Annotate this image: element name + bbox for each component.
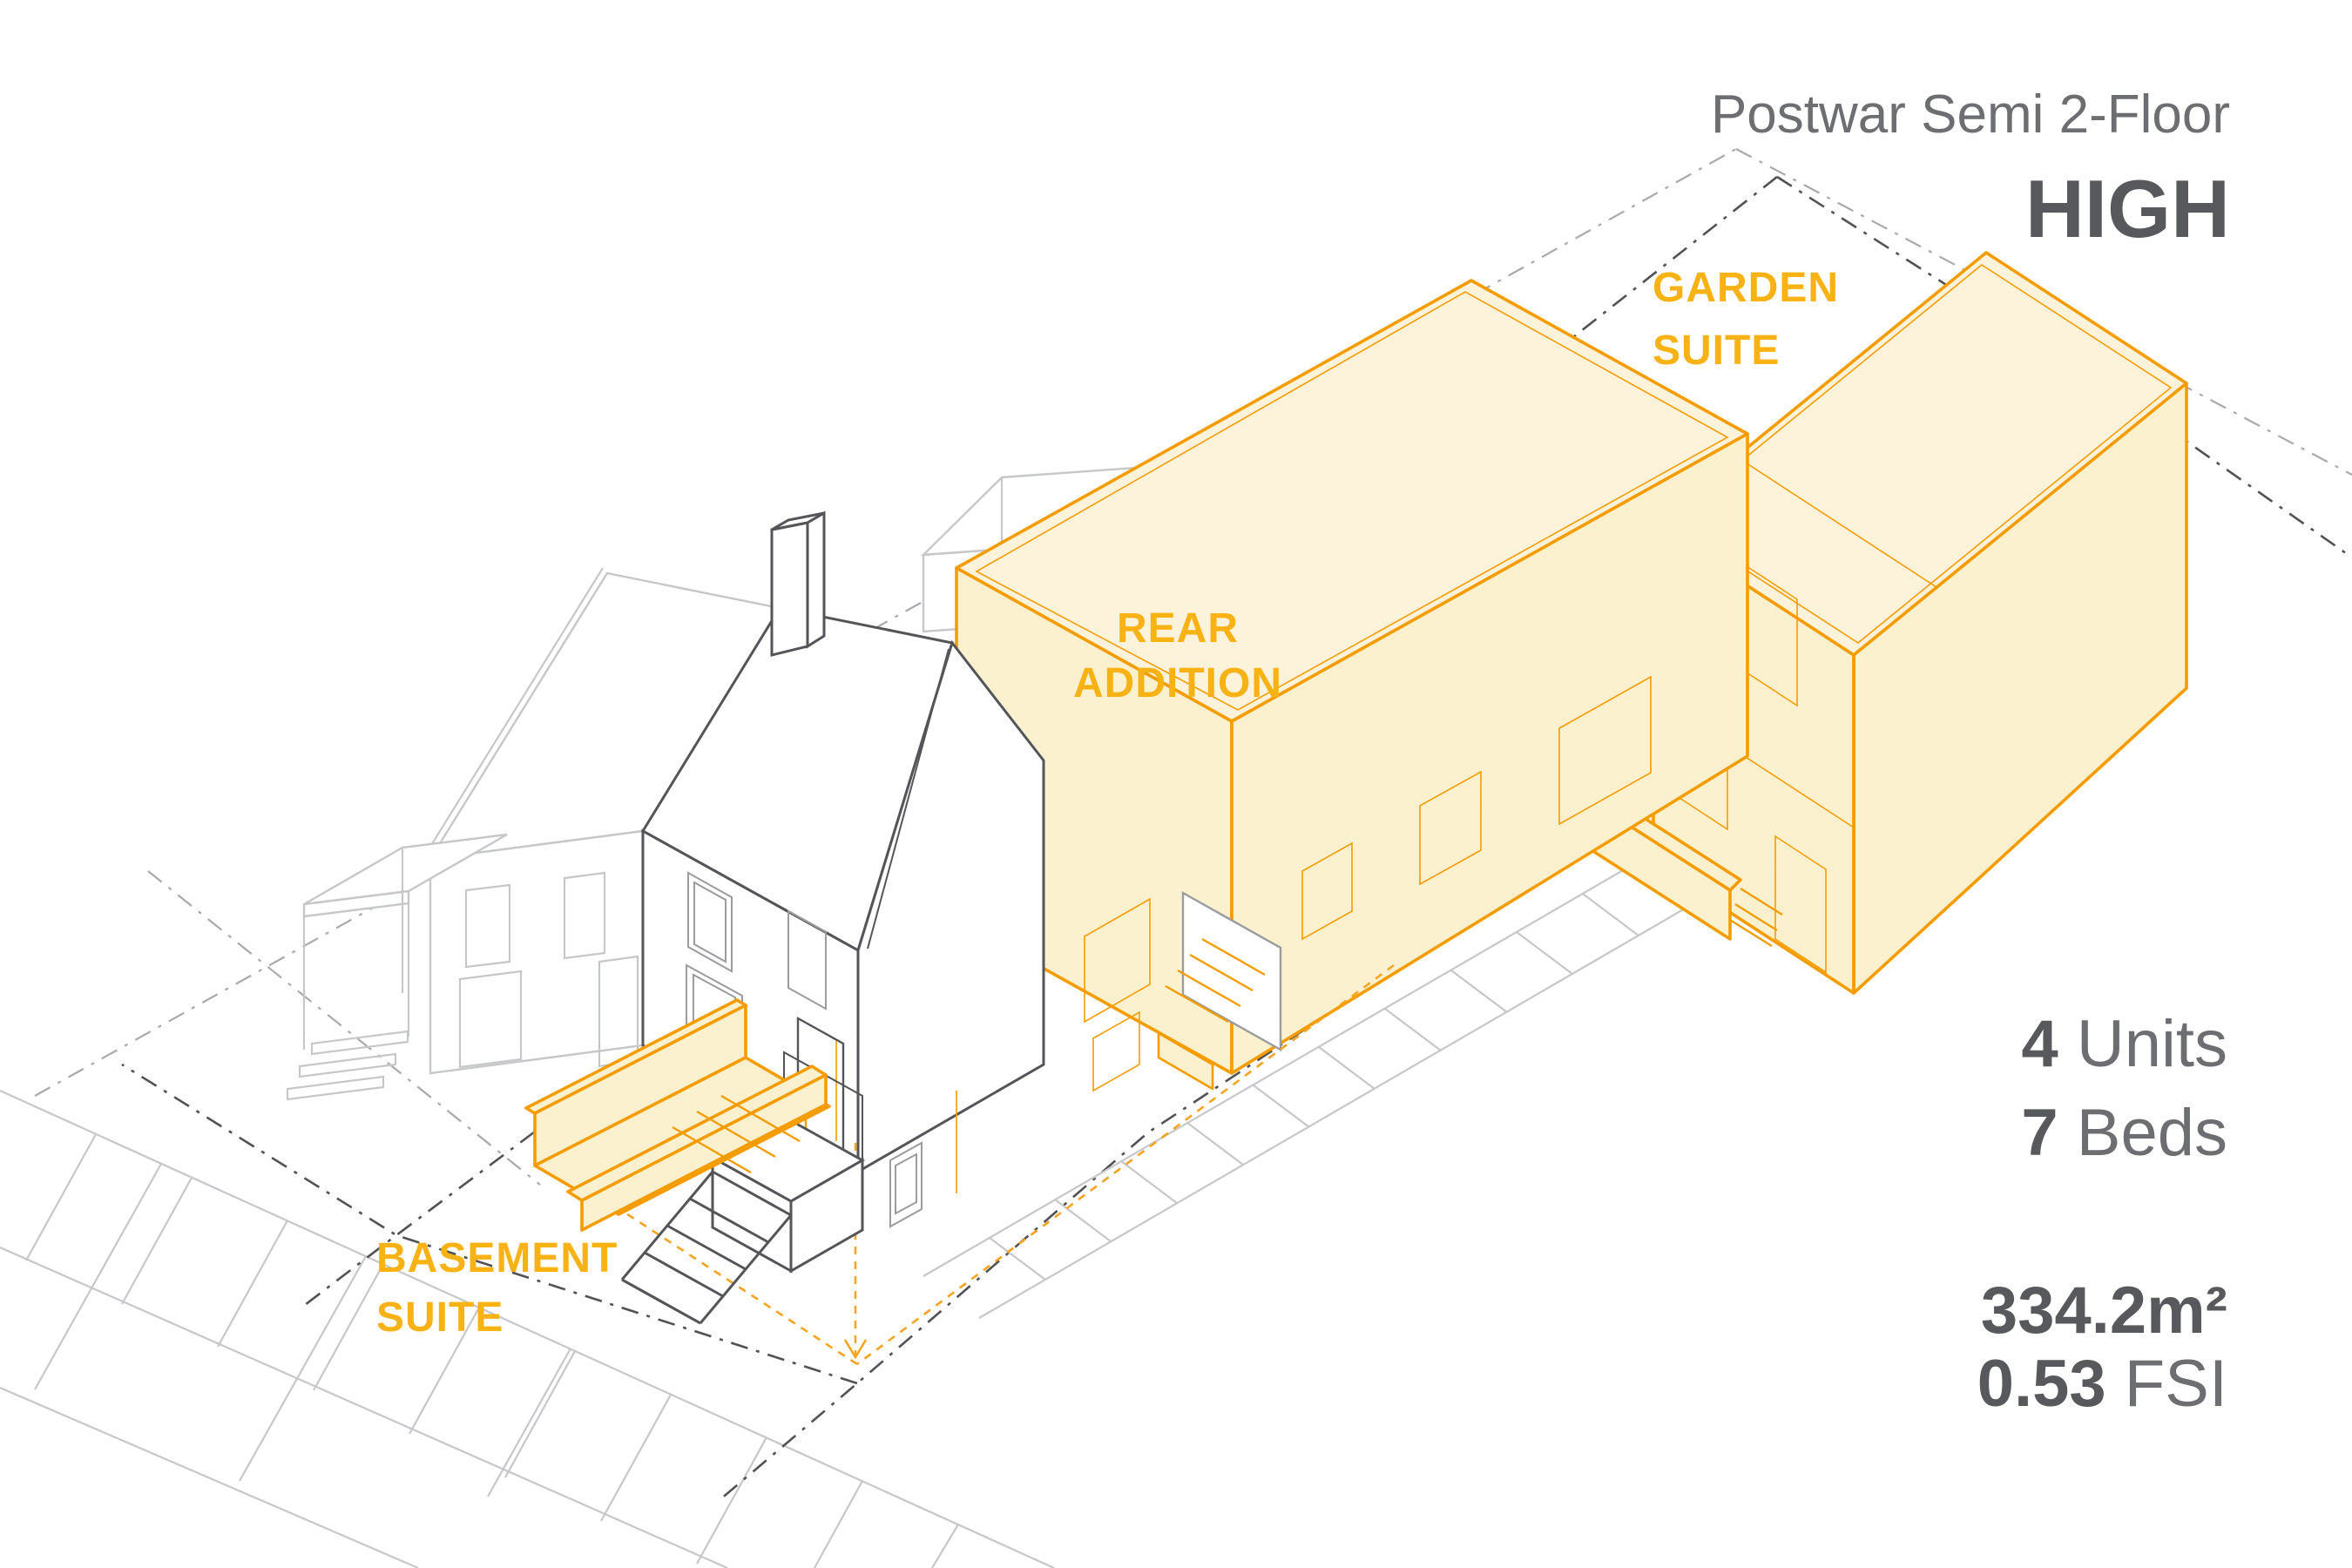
garden-suite-door — [1774, 835, 1827, 974]
svg-text:REAR: REAR — [1117, 605, 1239, 652]
chimney — [770, 510, 826, 657]
neighbour-porch — [286, 833, 508, 1101]
title-variant: HIGH — [2025, 163, 2230, 254]
svg-text:BASEMENT: BASEMENT — [376, 1235, 618, 1281]
basement-suite-well — [524, 998, 831, 1232]
rear-addition-windows — [1301, 675, 1652, 941]
rear-addition-entry — [1084, 890, 1282, 1092]
front-sidewalk — [0, 1089, 1055, 1568]
label-basement-suite: BASEMENT SUITE — [376, 1235, 618, 1341]
svg-text:SUITE: SUITE — [1652, 328, 1780, 374]
stats-block: 4 Units 7 Beds 334.2m² 0.53 FSI — [1977, 1007, 2227, 1421]
svg-text:SUITE: SUITE — [376, 1294, 504, 1341]
label-garden-suite: GARDEN SUITE — [1652, 265, 1839, 374]
down-arrow-icon — [843, 1339, 868, 1360]
stat-area: 334.2m² — [1981, 1274, 2227, 1348]
stat-units: 4 Units — [2021, 1007, 2227, 1081]
neighbour-house — [286, 567, 781, 1101]
stat-beds: 7 Beds — [2021, 1096, 2227, 1170]
title-text: Postwar Semi 2-Floor — [1711, 84, 2230, 145]
label-rear-addition: REAR ADDITION — [1073, 605, 1282, 706]
svg-text:ADDITION: ADDITION — [1073, 660, 1282, 706]
stat-fsi: 0.53 FSI — [1977, 1347, 2227, 1421]
svg-text:GARDEN: GARDEN — [1652, 265, 1839, 311]
diagram-title: Postwar Semi 2-Floor HIGH — [1711, 84, 2230, 254]
